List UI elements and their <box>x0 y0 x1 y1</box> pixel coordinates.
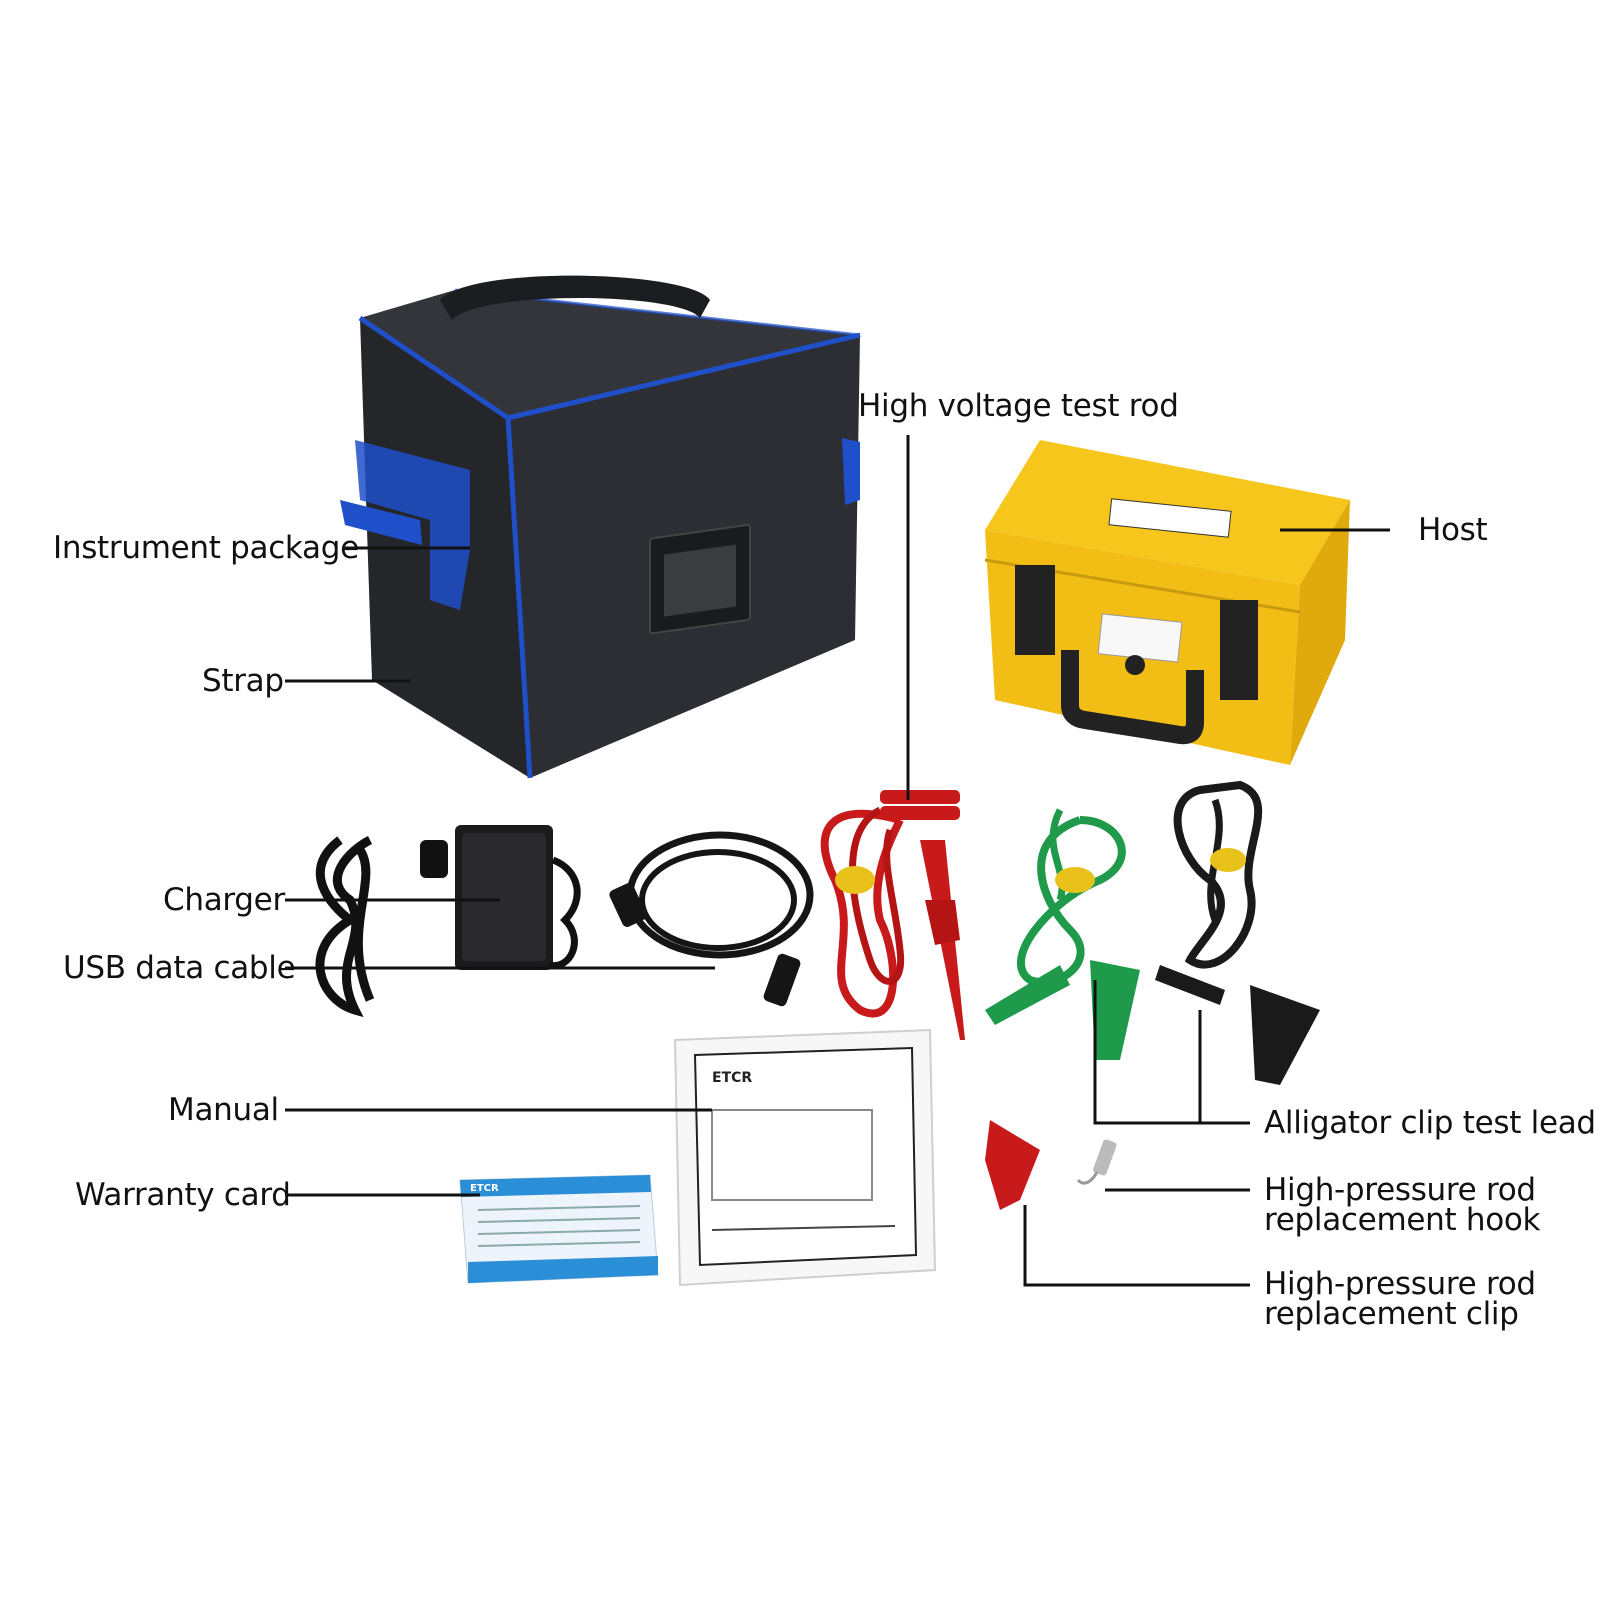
label-alligator-clip-test-lead: Alligator clip test lead <box>1264 1105 1596 1141</box>
label-strap: Strap <box>202 663 284 699</box>
label-clip-line2: replacement clip <box>1264 1296 1519 1332</box>
label-high-voltage-test-rod: High voltage test rod <box>858 388 1179 424</box>
warranty-brand: ETCR <box>470 1183 499 1194</box>
host-case-icon <box>984 440 1350 765</box>
usb-cable-icon <box>609 831 814 1007</box>
green-lead-icon <box>985 808 1140 1060</box>
manual-booklet-icon <box>673 1028 937 1287</box>
manual-brand: ETCR <box>712 1070 752 1086</box>
hook-icon <box>1076 1139 1117 1185</box>
label-hook-line2: replacement hook <box>1264 1202 1541 1238</box>
label-host: Host <box>1418 512 1488 548</box>
label-instrument-package: Instrument package <box>53 530 359 566</box>
warranty-card-icon <box>459 1174 659 1284</box>
red-clip-icon <box>985 1120 1040 1210</box>
label-hook-line1: High-pressure rod <box>1264 1172 1536 1208</box>
black-lead-icon <box>1155 780 1320 1085</box>
red-test-rod-icon <box>820 790 965 1040</box>
leader-lines <box>285 435 1390 1287</box>
label-usb-data-cable: USB data cable <box>63 950 296 986</box>
instrument-bag-icon <box>340 275 861 779</box>
label-clip-line1: High-pressure rod <box>1264 1266 1536 1302</box>
label-manual: Manual <box>168 1092 279 1128</box>
label-warranty-card: Warranty card <box>75 1177 291 1213</box>
charger-icon <box>315 825 581 1018</box>
label-charger: Charger <box>163 882 285 918</box>
